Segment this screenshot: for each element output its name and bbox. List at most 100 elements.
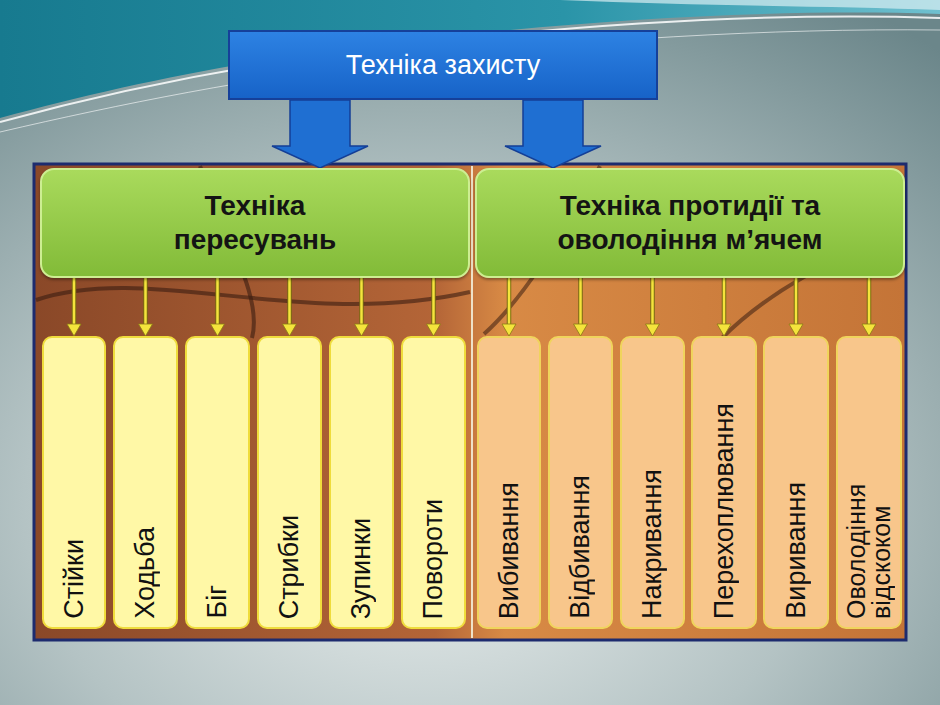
arrow-line (868, 278, 871, 326)
arrow-head (502, 324, 516, 336)
arrow-outline (650, 278, 655, 326)
item-label: Стійки (61, 539, 88, 619)
text-holder: Відбивання (567, 475, 594, 619)
arrow-outline (578, 278, 583, 326)
item-box: Накривання (620, 336, 685, 629)
arrow-outline (72, 278, 77, 326)
arrow-outline (287, 278, 292, 326)
arrow-head (646, 324, 660, 336)
connector-arrow (283, 278, 297, 336)
connector-arrow (67, 278, 81, 336)
text-holder: Стрибки (276, 515, 303, 619)
connector-arrow (139, 278, 153, 336)
item-box: Зупинки (329, 336, 394, 629)
item-box: Перехоплювання (691, 336, 757, 629)
item-label: Стрибки (276, 515, 303, 619)
arrow-line (723, 278, 726, 326)
header-text: Техніка пересувань (145, 189, 365, 256)
arrow-head (574, 324, 588, 336)
text-holder: Виривання (783, 482, 810, 619)
item-box: Оволодіння відскоком (836, 336, 902, 629)
group-header: Техніка пересувань (40, 168, 470, 278)
item-box: Відбивання (548, 336, 613, 629)
arrow-head (355, 324, 369, 336)
item-label: Ходьба (132, 527, 159, 619)
text-holder: Техніка захисту (346, 49, 540, 81)
text-holder: Техніка протидії та оволодіння м’ячем (525, 189, 855, 256)
item-box: Вибивання (477, 336, 541, 629)
top-wave-light (560, 0, 940, 10)
item-label: Накривання (639, 469, 666, 619)
connector-arrow (427, 278, 441, 336)
connector-arrow (789, 278, 803, 336)
arrow-line (144, 278, 147, 326)
text-holder: Оволодіння відскоком (844, 364, 894, 619)
connector-arrow (574, 278, 588, 336)
item-box: Стійки (42, 336, 106, 629)
text-holder: Зупинки (348, 518, 375, 619)
item-label: Зупинки (348, 518, 375, 619)
connector-arrow (272, 100, 368, 168)
text-holder: Стійки (61, 539, 88, 619)
arrow-line (360, 278, 363, 326)
arrow-outline (431, 278, 436, 326)
item-label: Виривання (783, 482, 810, 619)
connector-arrow (646, 278, 660, 336)
item-box: Ходьба (113, 336, 178, 629)
connector-arrow (355, 278, 369, 336)
item-box: Повороти (401, 336, 466, 629)
arrow-line (579, 278, 582, 326)
image-panel (34, 164, 906, 640)
connector-arrow (862, 278, 876, 336)
block-arrow (505, 100, 601, 168)
title-box: Техніка захисту (228, 30, 658, 100)
text-holder: Ходьба (132, 527, 159, 619)
wave-line (0, 30, 940, 132)
text-holder: Перехоплювання (711, 403, 738, 619)
arrow-head (139, 324, 153, 336)
arrow-line (288, 278, 291, 326)
text-holder: Накривання (639, 469, 666, 619)
item-label: Вибивання (496, 482, 523, 619)
arrow-head (67, 324, 81, 336)
arrow-line (432, 278, 435, 326)
item-label: Перехоплювання (711, 403, 738, 619)
arrow-head (427, 324, 441, 336)
connector-arrow (717, 278, 731, 336)
arrow-outline (143, 278, 148, 326)
text-holder: Повороти (420, 499, 447, 619)
arrow-line (795, 278, 798, 326)
arrow-line (216, 278, 219, 326)
arrow-head (862, 324, 876, 336)
panel-divider (471, 166, 473, 638)
arrow-line (651, 278, 654, 326)
block-arrow (272, 100, 368, 168)
connector-arrow (502, 278, 516, 336)
connector-arrow (505, 100, 601, 168)
text-holder: Техніка пересувань (145, 189, 365, 256)
arrow-head (789, 324, 803, 336)
text-holder: Біг (204, 585, 231, 619)
header-text: Техніка протидії та оволодіння м’ячем (525, 189, 855, 256)
group-header: Техніка протидії та оволодіння м’ячем (475, 168, 905, 278)
wave-line (0, 17, 940, 122)
arrow-line (508, 278, 511, 326)
arrow-outline (507, 278, 512, 326)
arrow-head (717, 324, 731, 336)
item-label: Оволодіння відскоком (844, 364, 894, 619)
arrow-outline (215, 278, 220, 326)
title-text: Техніка захисту (346, 49, 540, 81)
item-label: Відбивання (567, 475, 594, 619)
arrow-head (283, 324, 297, 336)
arrow-outline (794, 278, 799, 326)
arrow-outline (722, 278, 727, 326)
arrow-outline (359, 278, 364, 326)
text-holder: Вибивання (496, 482, 523, 619)
connector-arrow (211, 278, 225, 336)
item-label: Біг (204, 585, 231, 619)
item-label: Повороти (420, 499, 447, 619)
arrow-head (211, 324, 225, 336)
arrow-line (73, 278, 76, 326)
